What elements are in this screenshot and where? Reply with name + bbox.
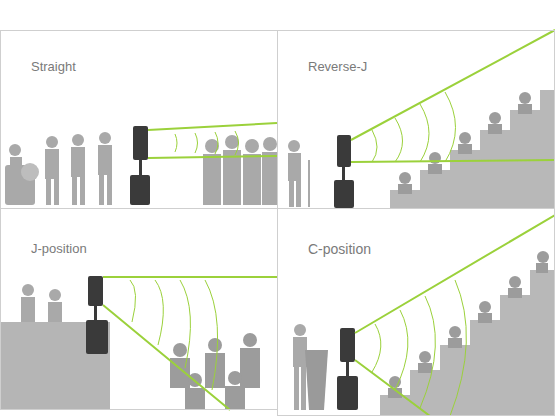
panel-title: Straight — [29, 59, 78, 74]
panel-box: J-position — [0, 208, 278, 410]
panel-box: Straight — [0, 30, 278, 209]
panel-box: C-position — [277, 208, 555, 416]
panel-box: Reverse-J — [277, 30, 555, 209]
panel-title: Reverse-J — [306, 59, 369, 74]
panel-title: C-position — [306, 241, 373, 257]
panel-title: J-position — [29, 241, 89, 256]
